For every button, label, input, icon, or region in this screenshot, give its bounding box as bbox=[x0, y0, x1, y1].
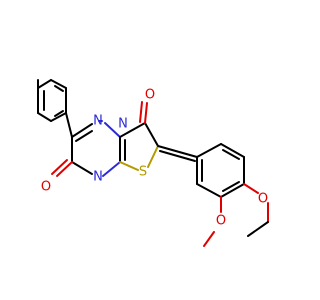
thiazole-ring bbox=[119, 122, 159, 171]
atom-s-thiazole: S bbox=[139, 165, 147, 180]
atom-o-methoxy: O bbox=[216, 214, 226, 229]
bond-exocyclic-double bbox=[159, 150, 196, 162]
molecule-structure-diagram: N N N O O O O S bbox=[37, 79, 269, 247]
molecule-svg: N N N O O O O S bbox=[37, 79, 269, 247]
atom-n-triazine-top: N bbox=[93, 114, 103, 129]
atom-o-ethoxy: O bbox=[258, 192, 268, 207]
atom-n-triazine-bottom: N bbox=[93, 170, 103, 185]
bond-exocyclic bbox=[157, 145, 198, 158]
bond-carbonyl-left-a bbox=[56, 161, 73, 177]
atom-o-carbonyl-top: O bbox=[145, 88, 155, 103]
triazine-ring bbox=[71, 120, 126, 177]
bond-carbonyl-top-b bbox=[139, 101, 143, 123]
atom-n-bridge: N bbox=[118, 117, 128, 132]
bond-phenyl-triazine bbox=[65, 112, 73, 138]
bond-carbonyl-left-b bbox=[51, 159, 68, 175]
bond-ethoxy-o bbox=[243, 183, 259, 194]
methoxyphenyl-ring bbox=[196, 143, 245, 198]
bond-ethoxy-c2 bbox=[247, 221, 269, 237]
bond-carbonyl-top-a bbox=[144, 102, 148, 124]
bond-methoxy-c bbox=[203, 231, 215, 247]
phenyl-ring bbox=[37, 79, 67, 122]
atom-o-carbonyl-left: O bbox=[41, 180, 51, 195]
